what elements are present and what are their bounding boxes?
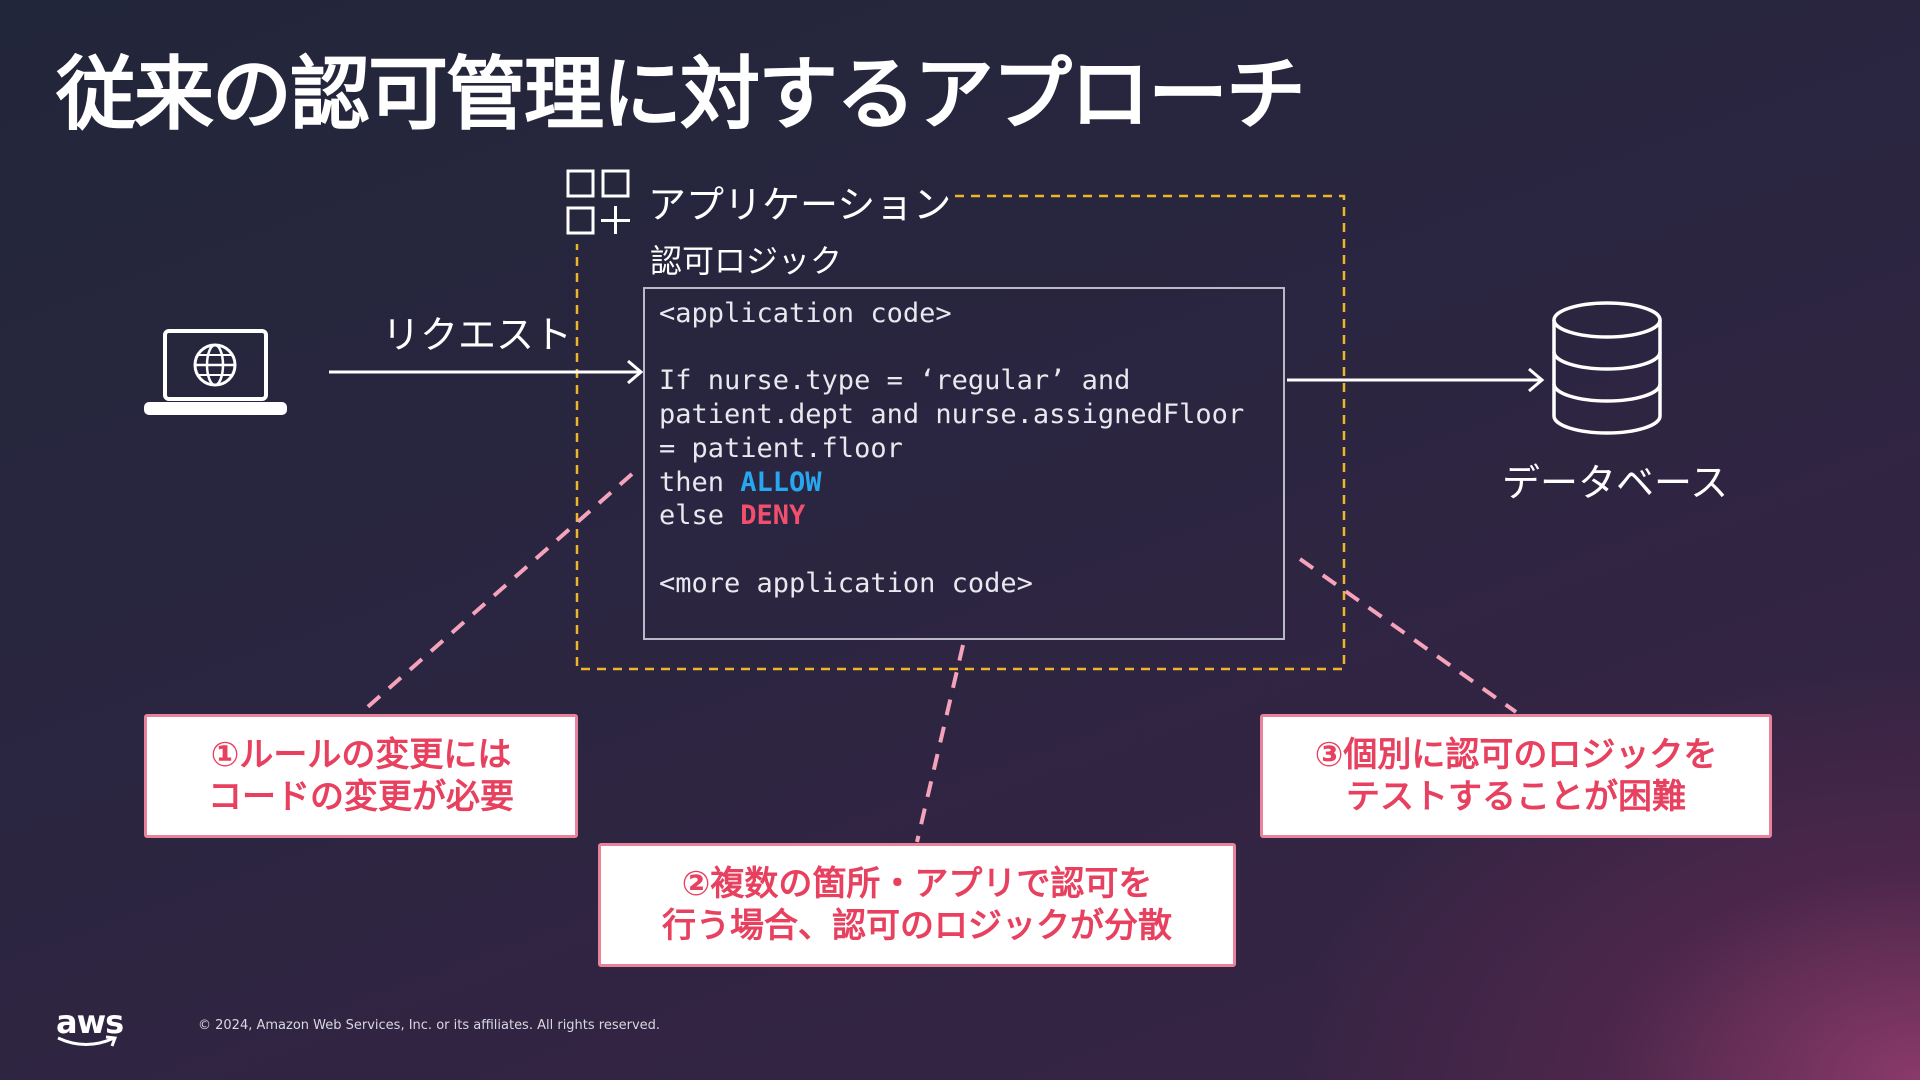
callout-text: 行う場合、認可のロジックが分散 [662,906,1172,946]
request-label: リクエスト [382,313,573,357]
code-blank-line [659,331,1283,365]
slide-title: 従来の認可管理に対するアプローチ [56,48,1306,141]
aws-smile-icon [57,1035,118,1047]
app-grid-icon [566,169,630,235]
then-keyword: then [659,466,741,498]
code-box: <application code> If nurse.type = ‘regu… [643,287,1285,640]
database-icon [1552,301,1662,435]
code-then-line: then ALLOW [659,466,1283,500]
application-label: アプリケーション [648,183,952,227]
code-else-line: else DENY [659,499,1283,533]
code-blank-line [659,533,1283,567]
copyright-notice: © 2024, Amazon Web Services, Inc. or its… [198,1018,661,1033]
allow-keyword: ALLOW [740,466,822,498]
aws-logo: aws [56,1003,124,1049]
aws-logo-text: aws [56,1003,124,1041]
else-keyword: else [659,500,741,532]
authorization-logic-label: 認可ロジック [650,242,843,280]
callout-distributed-logic: ②複数の箇所・アプリで認可を 行う場合、認可のロジックが分散 [598,843,1236,967]
callout-text: ③個別に認可のロジックを [1314,735,1718,775]
code-line: = patient.floor [659,432,903,464]
callout-text: テストすることが困難 [1346,777,1686,817]
code-line: patient.dept and nurse.assignedFloor [659,399,1245,431]
code-line: <application code> [659,298,952,329]
code-line: <more application code> [659,567,1033,599]
deny-keyword: DENY [740,500,806,532]
callout-rule-change: ①ルールの変更には コードの変更が必要 [144,714,578,838]
callout-text: ①ルールの変更には [210,735,512,775]
request-arrow [329,359,644,385]
callout-connectors [360,472,1518,843]
application-boundary [575,194,1346,671]
database-arrow [1287,367,1545,393]
code-line: If nurse.type = ‘regular’ and [659,365,1131,397]
callout-testing-difficulty: ③個別に認可のロジックを テストすることが困難 [1260,714,1772,838]
callout-text: ②複数の箇所・アプリで認可を [681,864,1153,904]
callout-text: コードの変更が必要 [208,777,514,817]
laptop-globe-icon [144,329,287,415]
database-label: データベース [1502,461,1729,505]
